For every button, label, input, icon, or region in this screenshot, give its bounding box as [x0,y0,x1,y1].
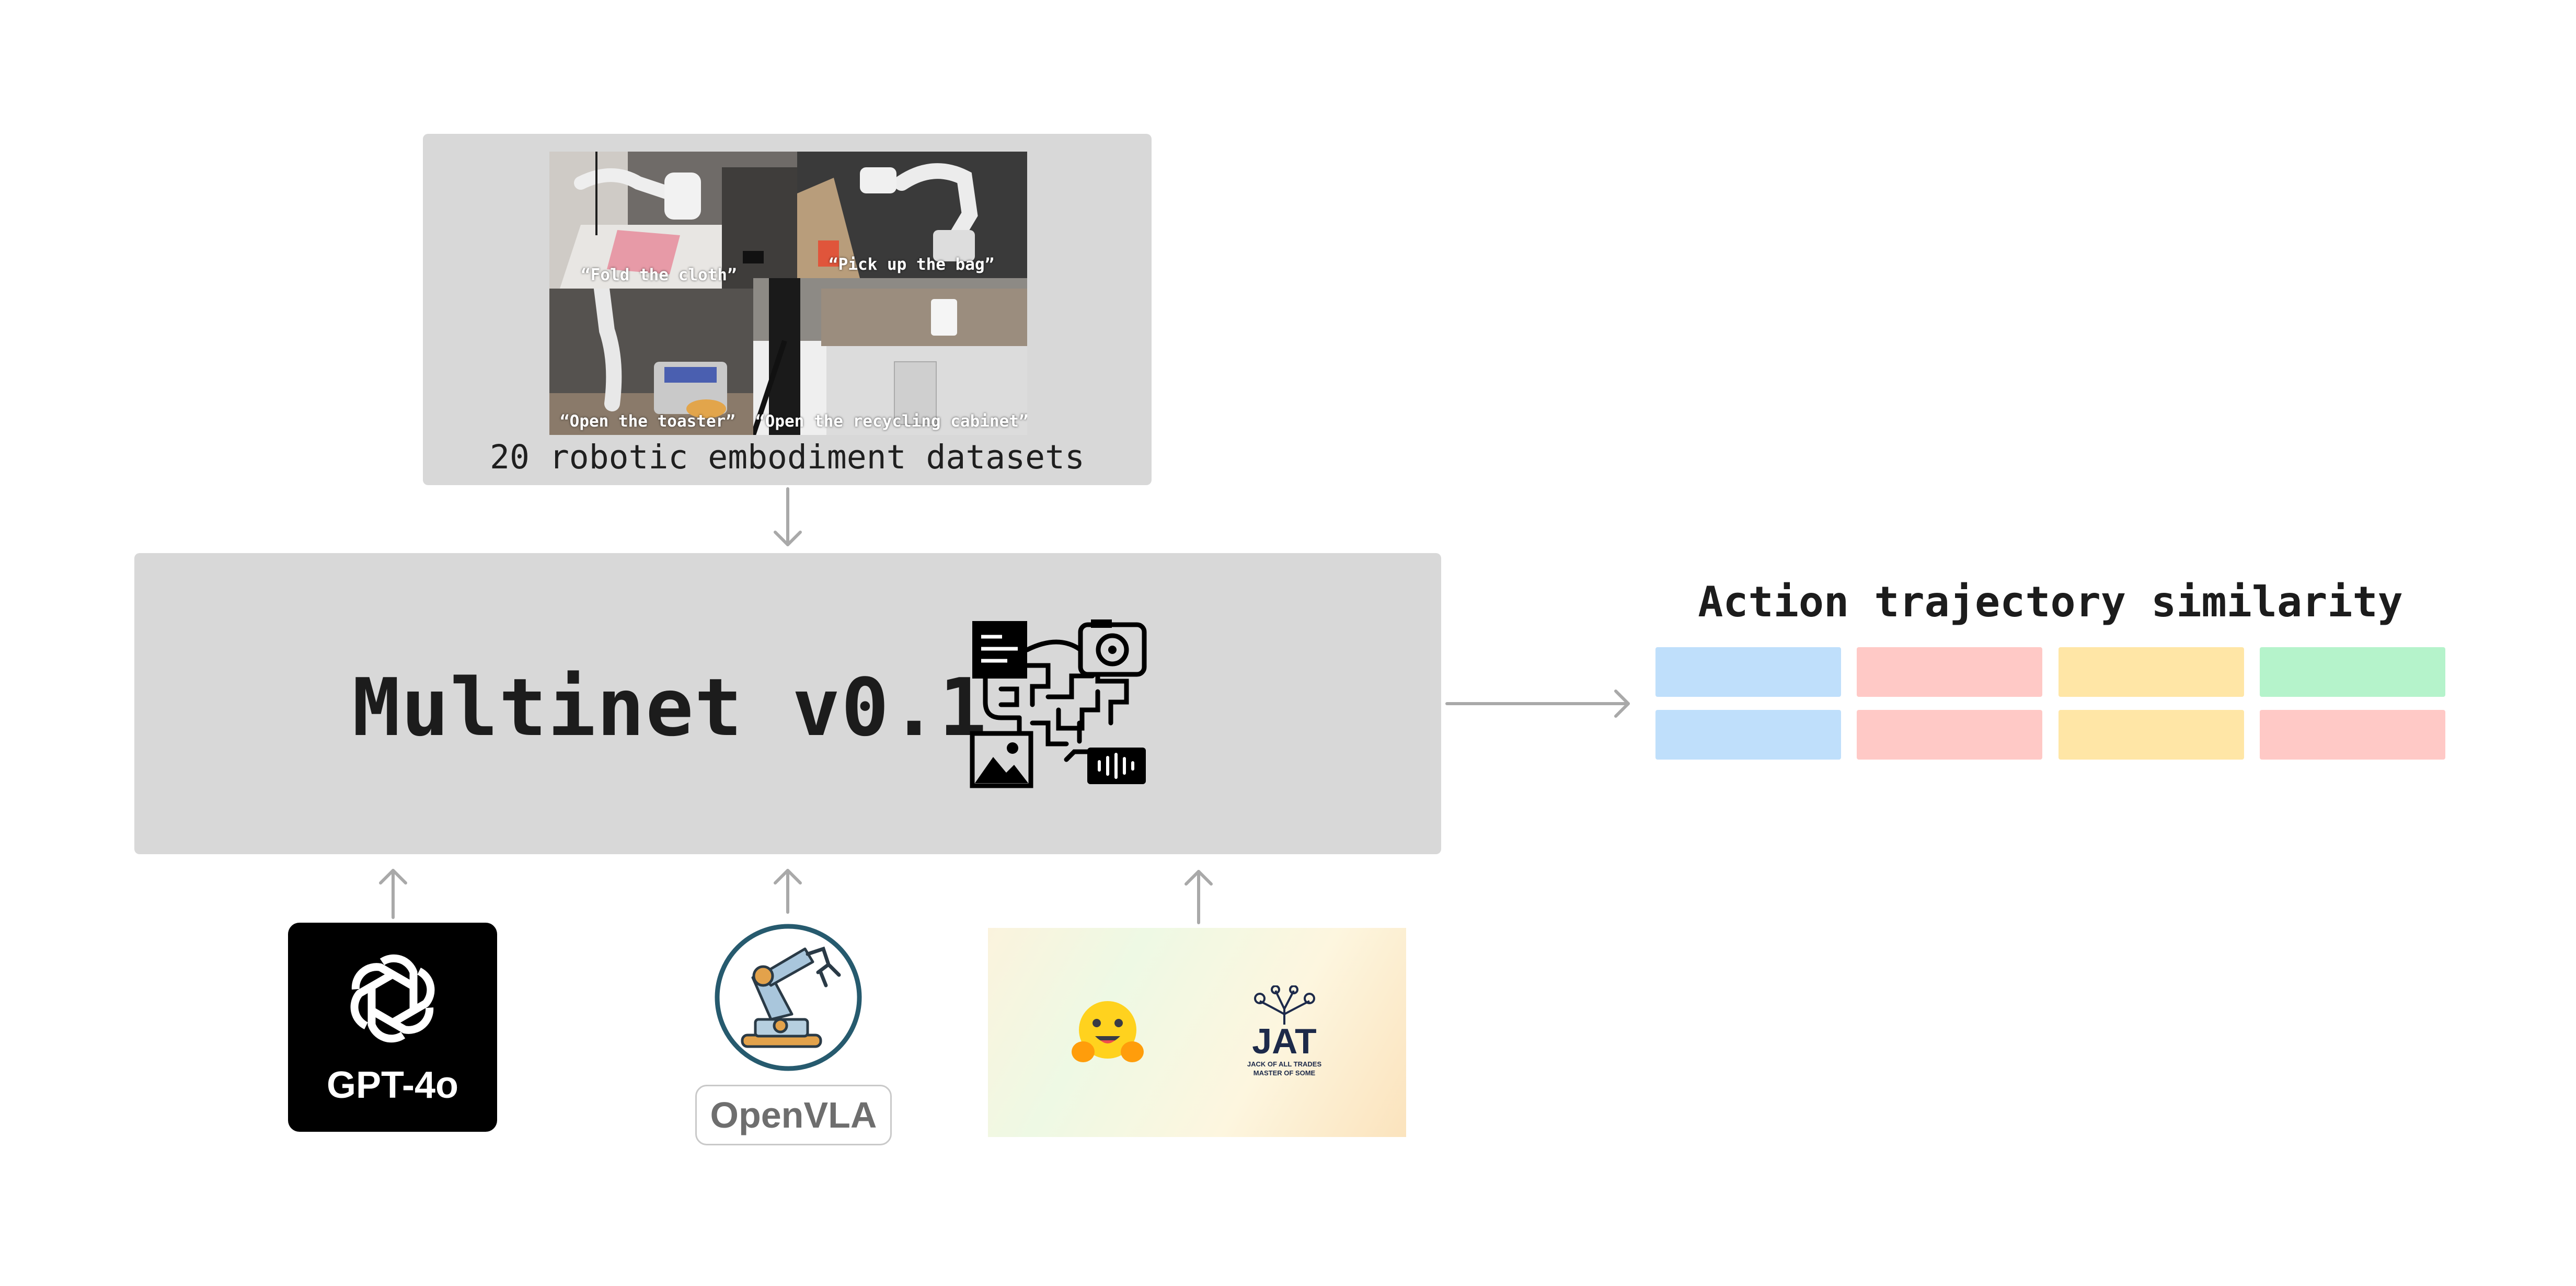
caption-open-toaster: “Open the toaster” [560,412,735,431]
openai-logo-icon [350,954,435,1043]
dataset-image-pick-bag: “Pick up the bag” [797,152,1027,278]
jat-letters: JAT [1252,1021,1316,1061]
jat-logo-icon: JAT JACK OF ALL TRADES MASTER OF SOME [1247,985,1322,1077]
multinet-panel [134,553,1441,854]
jat-card [988,928,1406,1137]
jat-tagline-line2: MASTER OF SOME [1254,1069,1316,1077]
robot-arm-icon [715,924,862,1071]
similarity-cell [1655,710,1841,760]
arrow-icon [774,487,802,546]
dataset-image-open-recycling-cabinet: “Open the recycling cabinet” [753,278,1027,435]
arrow-icon [379,869,407,919]
multimodal-maze-icon [970,619,1147,788]
caption-fold-cloth: “Fold the cloth” [581,266,737,284]
multinet-title: Multinet v0.1 [352,661,988,754]
openvla-label: OpenVLA [695,1085,892,1145]
similarity-cell [2260,710,2445,760]
similarity-cell [2058,710,2244,760]
gpt-4o-label: GPT-4o [326,1064,459,1106]
caption-pick-bag: “Pick up the bag” [829,255,995,274]
similarity-cell [2260,647,2445,697]
datasets-label: 20 robotic embodiment datasets [490,438,1085,476]
similarity-cell [1857,647,2042,697]
dataset-image-open-toaster: “Open the toaster” [549,289,753,435]
similarity-cell [1857,710,2042,760]
similarity-cell [2058,647,2244,697]
similarity-cell [1655,647,1841,697]
hugging-face-emoji-icon [1072,1001,1144,1062]
arrow-icon [774,869,802,914]
dataset-image-fold-cloth: “Fold the cloth” [549,152,797,289]
action-similarity-title: Action trajectory similarity [1698,578,2403,626]
gpt-4o-card [288,923,497,1132]
caption-open-recycling-cabinet: “Open the recycling cabinet” [755,412,1027,431]
arrow-icon [1184,870,1213,924]
jat-tagline-line1: JACK OF ALL TRADES [1247,1060,1322,1068]
arrow-icon [1445,690,1630,718]
dataset-photo-grid: “Fold the cloth” “Pick up the bag” “Open… [549,152,1027,435]
